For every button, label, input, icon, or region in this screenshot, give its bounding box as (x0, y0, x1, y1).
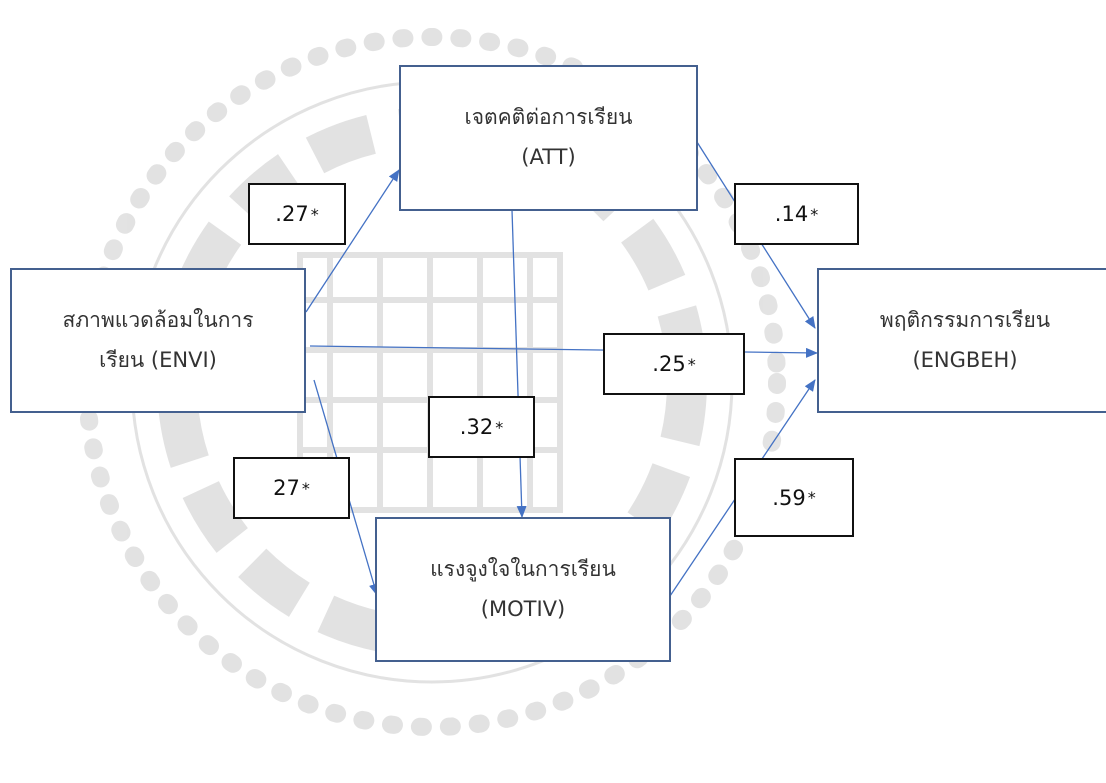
node-att-line1: เจตคติต่อการเรียน (464, 105, 633, 130)
coef-envi-engbeh-value: .25 (652, 352, 686, 376)
coef-att-engbeh-mark: * (810, 204, 819, 224)
coef-envi-engbeh: .25* (603, 333, 745, 395)
coef-envi-motiv: 27* (233, 457, 350, 519)
node-motiv: แรงจูงใจในการเรียน (MOTIV) (375, 517, 671, 662)
node-engbeh: พฤติกรรมการเรียน (ENGBEH) (817, 268, 1106, 413)
node-envi: สภาพแวดล้อมในการ เรียน (ENVI) (10, 268, 306, 413)
node-envi-line1: สภาพแวดล้อมในการ (62, 307, 254, 332)
coef-motiv-engbeh: .59* (734, 458, 854, 537)
coef-envi-att-value: .27 (275, 202, 309, 226)
coef-att-engbeh: .14* (734, 183, 859, 245)
node-motiv-line2: (MOTIV) (480, 596, 566, 621)
coef-envi-att: .27* (248, 183, 346, 245)
coef-att-motiv-mark: * (495, 417, 504, 437)
coef-motiv-engbeh-value: .59 (772, 485, 806, 510)
coef-att-motiv-value: .32 (459, 415, 494, 439)
coef-envi-motiv-mark: * (301, 478, 310, 498)
node-motiv-line1: แรงจูงใจในการเรียน (430, 556, 616, 581)
node-engbeh-line1: พฤติกรรมการเรียน (879, 307, 1051, 332)
coef-envi-att-mark: * (310, 204, 319, 224)
arrow-envi-to-att (305, 169, 400, 313)
arrow-att-to-motiv (511, 209, 527, 518)
node-envi-line2: เรียน (ENVI) (99, 347, 217, 372)
node-att-line2: (ATT) (521, 145, 576, 169)
coef-envi-engbeh-mark: * (687, 354, 696, 374)
coef-envi-motiv-value: 27 (273, 476, 300, 500)
node-engbeh-line2: (ENGBEH) (912, 347, 1018, 372)
node-att: เจตคติต่อการเรียน (ATT) (399, 65, 698, 211)
coef-att-engbeh-value: .14 (774, 202, 809, 226)
coef-att-motiv: .32* (428, 396, 535, 458)
coef-motiv-engbeh-mark: * (807, 488, 816, 507)
